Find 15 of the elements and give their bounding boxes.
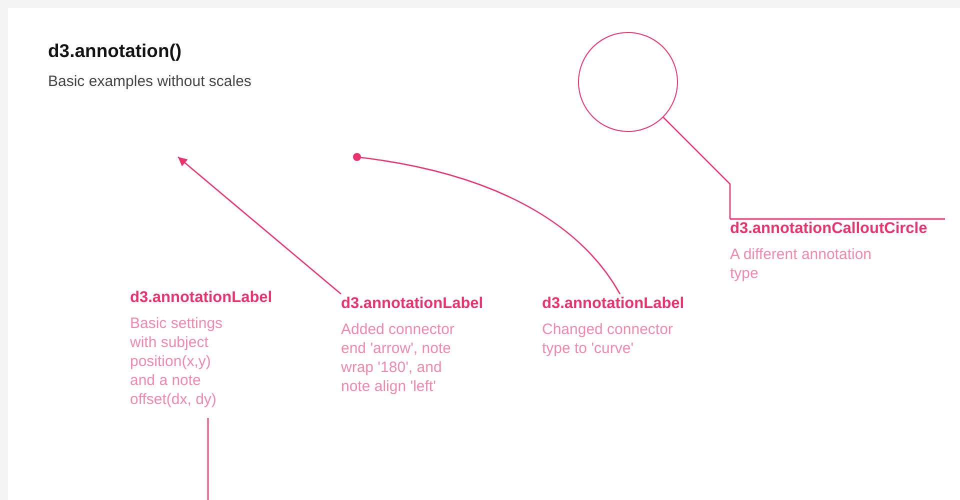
subtitle: Basic examples without scales: [48, 72, 252, 91]
curved-leader-line: [353, 153, 621, 294]
arrow: [178, 156, 342, 294]
annotation-text: Added connector end 'arrow', note wrap '180', and note align 'left': [341, 320, 456, 396]
diagram-title: d3.annotation(): [48, 39, 182, 63]
leader-line: [662, 116, 731, 219]
annotation-text: A different annotation type: [730, 245, 873, 283]
annotation-text: Basic settings with subject position(x,y) and a note offset(dx, dy): [130, 314, 224, 409]
subject-circle: [578, 32, 678, 132]
annotation-title: d3.annotationLabel: [130, 288, 272, 308]
annotation-text: Changed connector type to 'curve': [542, 320, 674, 358]
annotation-title: d3.annotationLabel: [341, 294, 484, 314]
annotation-title: d3.annotationLabel: [542, 294, 684, 314]
annotation-title: d3.annotationCalloutCircle: [730, 219, 928, 239]
leader-line: [207, 418, 209, 500]
